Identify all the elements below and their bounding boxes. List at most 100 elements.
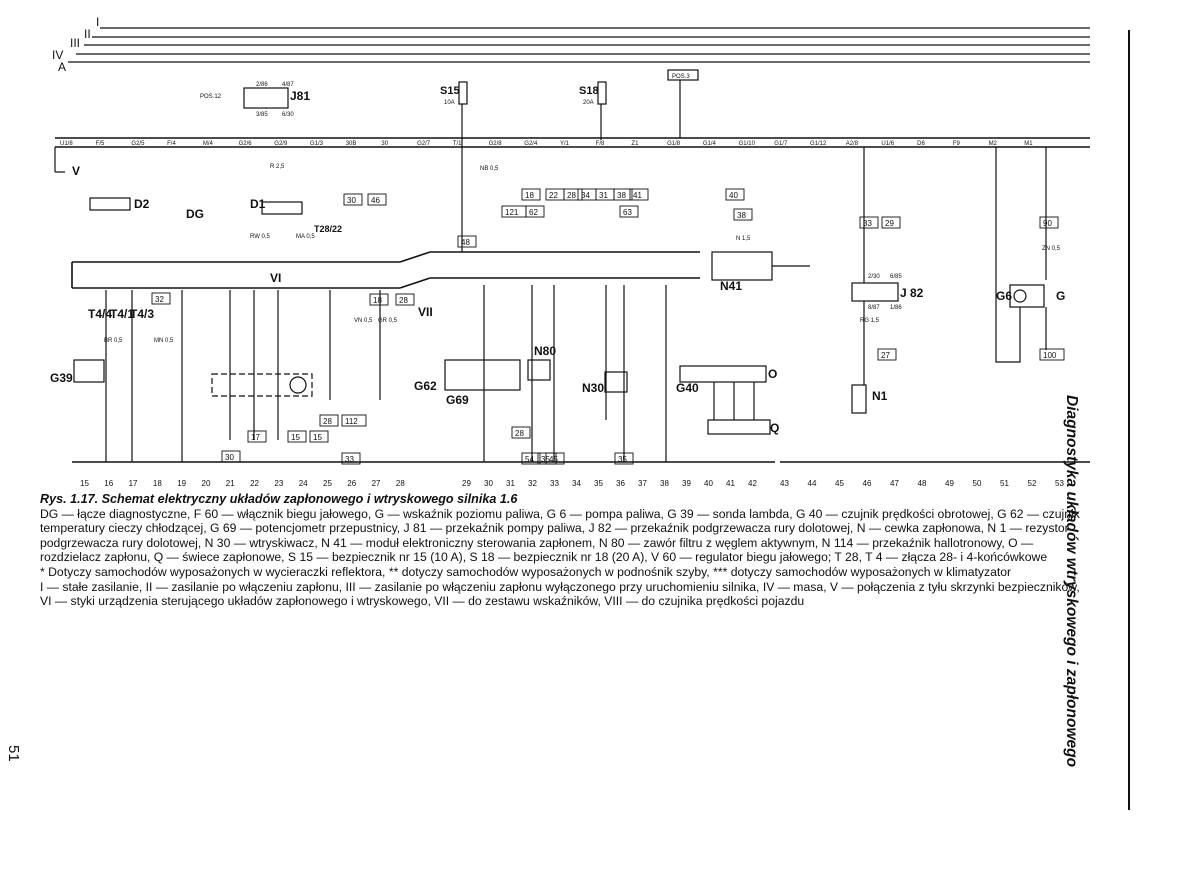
terminal-box [629, 188, 649, 201]
terminal-box [341, 452, 361, 465]
component-label: O [768, 367, 777, 381]
connector-number: 16 [104, 479, 113, 488]
relay-pin: 8/87 [868, 305, 880, 311]
connector-number: 48 [918, 479, 927, 488]
connector-number: 51 [1000, 479, 1009, 488]
connector-number: 45 [835, 479, 844, 488]
fuse-box-terminal: F/8 [596, 141, 605, 147]
component-label: T4/4 [88, 307, 112, 321]
connector-number: 42 [748, 479, 757, 488]
relay-pin: 2/30 [868, 274, 880, 280]
fuse-box-terminal: 30B [346, 141, 357, 147]
component-label: DG [186, 207, 204, 221]
wire-note: VN 0,5 [354, 318, 373, 324]
connector-number: 29 [462, 479, 471, 488]
connector-number: 52 [1028, 479, 1037, 488]
component-label: N41 [720, 279, 742, 293]
terminal-box [525, 205, 545, 218]
connector-number: 28 [396, 479, 405, 488]
relay-pin: 3/85 [256, 112, 268, 118]
component-label: G69 [446, 393, 469, 407]
connector-number: 37 [638, 479, 647, 488]
terminal-box-label: 15 [291, 433, 300, 442]
wire-note: MN 0,5 [154, 338, 174, 344]
terminal-box-label: 35 [541, 455, 550, 464]
terminal-box [521, 188, 541, 201]
fuse-box-terminal: G2/5 [131, 141, 145, 147]
component-label: VII [418, 305, 433, 319]
terminal-box [309, 430, 329, 443]
connector-number: 38 [660, 479, 669, 488]
relay-pin: 1/86 [890, 305, 902, 311]
fuse-box-terminal: A2/8 [846, 141, 859, 147]
pos-label: POS.12 [200, 94, 222, 100]
connector-number: 53 [1055, 479, 1064, 488]
terminal-box [287, 430, 307, 443]
fuse-box-terminal: G2/9 [274, 141, 288, 147]
connector-number: 35 [594, 479, 603, 488]
wire-note: NB 0,5 [480, 166, 499, 172]
terminal-box [877, 348, 897, 361]
wire-note: R 2,5 [270, 164, 285, 170]
pos-label: POS.3 [672, 74, 690, 80]
fuse-box-terminal: T/1 [453, 141, 462, 147]
terminal-box [457, 235, 477, 248]
terminal-box [619, 205, 639, 218]
connector-number: 23 [274, 479, 283, 488]
terminal-box [369, 293, 389, 306]
connector-number: 39 [682, 479, 691, 488]
wire-note: BR 0,5 [104, 338, 123, 344]
connector-number: 40 [704, 479, 713, 488]
fuse-box-terminal: G2/8 [489, 141, 503, 147]
terminal-box-label: 28 [323, 417, 332, 426]
component-label: D1 [250, 197, 266, 211]
terminal-box [563, 188, 583, 201]
fuse-box-terminal: G2/4 [524, 141, 538, 147]
terminal-box [221, 450, 241, 463]
terminal-box [1039, 348, 1065, 361]
connector-number: 20 [202, 479, 211, 488]
terminal-box-label: 33 [345, 455, 354, 464]
fuse-box-terminal: G2/7 [417, 141, 431, 147]
relay-pin: 2/86 [256, 82, 268, 88]
terminal-box [733, 208, 753, 221]
caption-rails-legend: I — stałe zasilanie, II — zasilanie po w… [40, 579, 1080, 609]
fuse-box-terminal: U1/8 [60, 141, 73, 147]
terminal-box [367, 193, 387, 206]
terminal-box-label: 15 [313, 433, 322, 442]
terminal-box-label: 30 [347, 196, 356, 205]
fuse-box-terminal: G1/3 [310, 141, 324, 147]
component-label: T4/3 [130, 307, 154, 321]
component-label: VI [270, 271, 281, 285]
caption-legend: DG — łącze diagnostyczne, F 60 — włączni… [40, 506, 1080, 565]
terminal-box [319, 414, 339, 427]
connector-number: 22 [250, 479, 259, 488]
fuse-box-terminal: F9 [953, 141, 961, 147]
connector-number: 49 [945, 479, 954, 488]
terminal-box-label: 22 [549, 191, 558, 200]
terminal-box [537, 452, 557, 465]
terminal-box-label: 121 [505, 208, 519, 217]
terminal-box-label: 63 [623, 208, 632, 217]
terminal-box-label: 34 [581, 191, 590, 200]
terminal-box [725, 188, 745, 201]
terminal-box-label: 40 [729, 191, 738, 200]
terminal-box-label: 46 [371, 196, 380, 205]
wiring-diagram: IIIIIIIVAS1510AS1820APOS.12POS.3U1/8F/5G… [50, 15, 1090, 488]
side-title: Diagnostyka układów wtryskowego i zapłon… [1063, 395, 1080, 768]
relay-pin: 6/85 [890, 274, 902, 280]
terminal-box-label: 90 [1043, 219, 1052, 228]
wire-note: MA 0,5 [296, 234, 315, 240]
component-label: G62 [414, 379, 437, 393]
rail-label: II [84, 27, 91, 41]
fuse-label: S15 [440, 85, 460, 97]
terminal-box-label: 45 [549, 455, 558, 464]
component-label: T4/1 [110, 307, 134, 321]
connector-number: 34 [572, 479, 581, 488]
connector-number: 30 [484, 479, 493, 488]
fuse-box-terminal: D6 [917, 141, 925, 147]
component-label: N1 [872, 389, 888, 403]
terminal-box [511, 426, 531, 439]
connector-number: 19 [177, 479, 186, 488]
connector-number: 41 [726, 479, 735, 488]
